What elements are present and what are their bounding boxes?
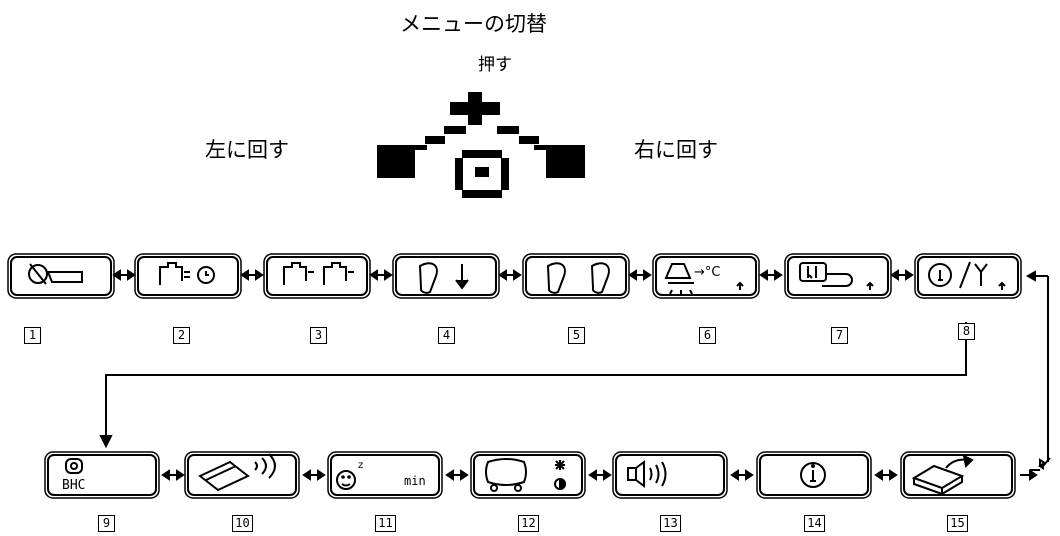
menu-box-1[interactable]	[7, 253, 115, 299]
menu-box-5[interactable]	[522, 253, 630, 299]
double-arrow-1	[112, 269, 136, 281]
double-arrow-3	[369, 269, 393, 281]
double-arrow-4	[498, 269, 522, 281]
menu-number-6: 6	[699, 327, 716, 344]
wireless-device-icon	[198, 453, 276, 492]
rotate-left-label: 左に回す	[205, 138, 289, 162]
menu-number-10: 10	[232, 515, 253, 532]
speaker-volume-icon	[627, 460, 667, 488]
info-icon	[800, 462, 826, 488]
menu-box-4[interactable]	[392, 253, 500, 299]
min-text: min	[404, 474, 426, 488]
menu-number-9: 9	[98, 515, 115, 532]
double-arrow-7	[890, 269, 914, 281]
menu-box-12[interactable]	[470, 451, 586, 499]
menu-number-11: 11	[375, 515, 396, 532]
double-massage-icon	[283, 262, 354, 285]
print-export-icon	[911, 454, 974, 496]
menu-box-13[interactable]	[612, 451, 728, 499]
bhc-text: BHC	[62, 478, 85, 493]
massage-timer-icon	[159, 262, 215, 285]
double-arrow-6	[759, 269, 783, 281]
menu-number-13: 13	[660, 515, 681, 532]
display-brightness-icon	[485, 458, 566, 492]
double-arrow-10	[302, 469, 326, 481]
return-arrow-line	[1030, 375, 1051, 471]
double-arrow-12	[588, 469, 612, 481]
diagram-title: メニューの切替	[400, 12, 547, 36]
hand-pointing-icon	[28, 263, 83, 285]
menu-number-12: 12	[518, 515, 539, 532]
return-arrow-tip	[1038, 462, 1044, 470]
menu-number-7: 7	[831, 327, 848, 344]
rotate-right-label: 右に回す	[634, 138, 718, 162]
return-arrow-top	[1025, 270, 1049, 380]
heater-text: →°C	[694, 265, 720, 280]
sleep-timer-icon: z min	[336, 460, 426, 490]
double-arrow-13	[730, 469, 754, 481]
double-arrow-5	[628, 269, 652, 281]
bhc-icon: BHC	[62, 458, 85, 493]
menu-box-14[interactable]	[756, 451, 872, 499]
menu-box-10[interactable]	[184, 451, 300, 499]
battery-setting-icon	[799, 262, 874, 290]
connector-down-arrow	[99, 375, 113, 449]
menu-box-2[interactable]	[134, 253, 242, 299]
arrow-15-out	[1020, 469, 1038, 481]
push-label: 押す	[478, 55, 512, 75]
menu-row-2: BHC z min	[44, 375, 1051, 499]
menu-box-7[interactable]	[784, 253, 892, 299]
menu-box-9[interactable]	[44, 451, 160, 499]
menu-number-2: 2	[173, 327, 190, 344]
menu-number-15: 15	[947, 515, 968, 532]
heater-temperature-icon: →°C	[664, 263, 744, 295]
double-arrow-9	[161, 469, 185, 481]
menu-number-3: 3	[310, 327, 327, 344]
double-arrow-2	[240, 269, 264, 281]
menu-box-3[interactable]	[263, 253, 371, 299]
menu-box-15[interactable]	[900, 451, 1016, 499]
double-arrow-11	[445, 469, 469, 481]
menu-box-11[interactable]	[327, 451, 443, 499]
double-arrow-14	[874, 469, 898, 481]
menu-number-8: 8	[958, 323, 975, 340]
info-tool-icon	[928, 261, 1006, 290]
menu-number-1: 1	[24, 327, 41, 344]
foot-down-icon	[418, 262, 469, 294]
dial-control-icon	[377, 92, 585, 198]
menu-box-6[interactable]	[652, 253, 760, 299]
sleep-z: z	[358, 460, 363, 471]
menu-number-4: 4	[438, 327, 455, 344]
menu-number-5: 5	[568, 327, 585, 344]
menu-row-1: →°C	[7, 253, 1049, 380]
menu-box-8[interactable]	[914, 253, 1022, 299]
two-feet-icon	[546, 262, 610, 294]
menu-number-14: 14	[804, 515, 825, 532]
